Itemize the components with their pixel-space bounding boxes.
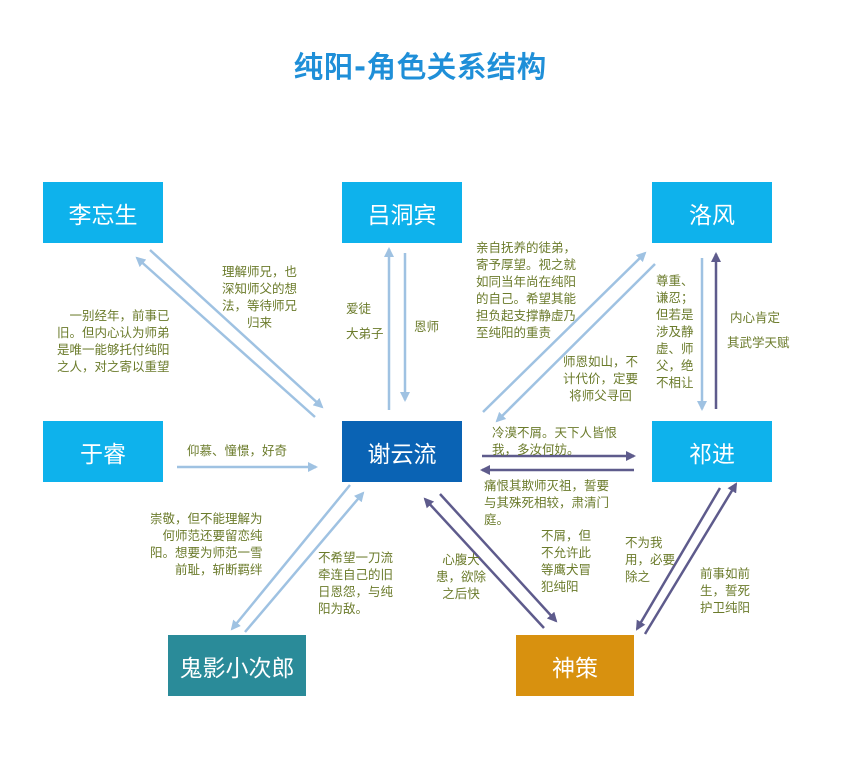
label-xie-to-qi: 冷漠不屑。天下人皆恨 我，多汝何妨。 <box>492 425 618 457</box>
label-lv-to-xie-2: 大弟子 <box>346 326 384 341</box>
node-lvdongbin: 吕洞宾 <box>342 182 462 243</box>
label-shence-to-xie: 心腹大 患，欲除 之后快 <box>436 552 487 601</box>
label-xie-to-shence: 不屑，但 不允许此 等鹰犬冒 犯纯阳 <box>541 528 592 594</box>
node-qijin: 祁进 <box>652 421 772 482</box>
label-yu-to-gui: 崇敬，但不能理解为 何师范还要留恋纯 阳。想要为师范一雪 前耻，斩断羁绊 <box>150 511 263 577</box>
node-shence: 神策 <box>516 635 634 696</box>
page-title: 纯阳-角色关系结构 <box>293 50 548 84</box>
arrow-xie-to-shence <box>439 493 558 623</box>
label-shence-to-qi: 前事如前 生，誓死 护卫纯阳 <box>700 566 751 615</box>
arrow-xie-to-luo <box>482 251 647 413</box>
label-xie-to-lv: 恩师 <box>414 319 440 334</box>
node-luofeng: 洛风 <box>652 182 772 243</box>
node-guiying: 鬼影小次郎 <box>168 635 306 696</box>
label-li-to-xie: 一别经年，前事已 旧。但内心认为师弟 是唯一能够托付纯阳 之人，对之寄以重望 <box>57 308 170 374</box>
label-lv-to-luo: 亲自抚养的徒弟， 寄予厚望。视之就 如同当年尚在纯阳 的自己。希望其能 担负起支… <box>476 240 577 340</box>
node-liwangsheng: 李忘生 <box>43 182 163 243</box>
arrow-yu-to-gui <box>230 484 351 631</box>
label-luo-to-qi-1: 内心肯定 <box>730 310 781 325</box>
label-yu-to-xie: 仰慕、憧憬，好奇 <box>187 443 288 458</box>
arrow-shence-to-xie <box>423 497 545 629</box>
label-qi-to-shence: 不为我 用，必要 除之 <box>625 535 676 584</box>
label-qi-to-luo: 尊重、 谦忍； 但若是 涉及静 虚、师 父，绝 不相让 <box>656 273 694 390</box>
label-gui-to-xie: 不希望一刀流 牵连自己的旧 日恩怨，与纯 阳为敌。 <box>318 550 394 616</box>
node-xieyunliu: 谢云流 <box>342 421 462 482</box>
arrow-luo-to-xie <box>495 263 656 423</box>
label-xie-to-li: 理解师兄，也 深知师父的想 法，等待师兄 归来 <box>222 264 298 330</box>
label-lv-to-xie-1: 爱徒 <box>346 301 372 316</box>
arrow-li-to-xie <box>149 249 324 409</box>
arrow-xie-to-li <box>135 256 316 418</box>
node-yurui: 于睿 <box>43 421 163 482</box>
label-luo-to-qi-2: 其武学天赋 <box>727 335 790 350</box>
arrow-shence-to-qi <box>643 482 738 635</box>
arrow-gui-to-xie <box>244 491 365 633</box>
label-luo-to-xie: 师恩如山，不 计代价，定要 将师父寻回 <box>563 354 639 403</box>
label-qi-to-xie: 痛恨其欺师灭祖，誓要 与其殊死相较，肃清门 庭。 <box>484 478 610 527</box>
arrow-qi-to-shence <box>635 487 722 631</box>
